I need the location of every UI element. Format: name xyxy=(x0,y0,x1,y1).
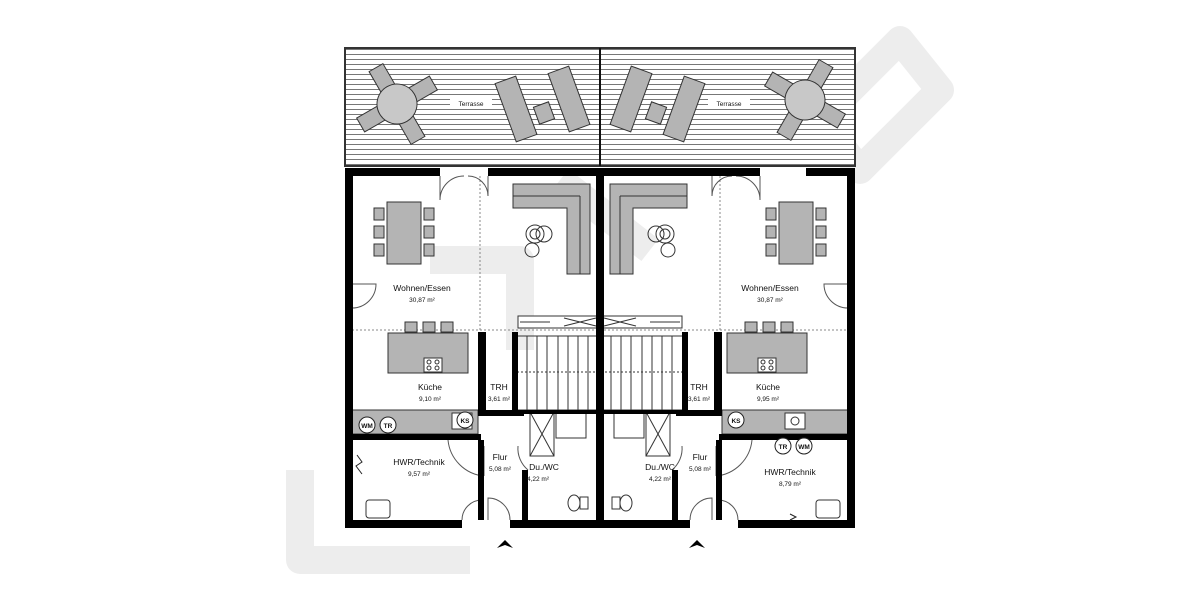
room-labels-right: Wohnen/Essen 30,87 m² Küche 9,95 m² TRH … xyxy=(645,283,816,488)
room-name-hwr-right: HWR/Technik xyxy=(764,467,816,477)
sunloungers-right xyxy=(609,65,706,143)
table-round-right xyxy=(763,58,847,142)
sunloungers-left xyxy=(494,65,591,143)
entrance-arrows xyxy=(497,540,705,548)
room-area-wohnen-right: 30,87 m² xyxy=(757,297,783,304)
room-name-flur-right: Flur xyxy=(693,452,708,462)
room-name-wohnen-left: Wohnen/Essen xyxy=(393,283,451,293)
badge-tr-right: TR xyxy=(779,444,788,451)
room-area-flur-right: 5,08 m² xyxy=(689,466,712,473)
room-area-wohnen-left: 30,87 m² xyxy=(409,297,435,304)
room-area-hwr-left: 9,57 m² xyxy=(408,471,431,478)
badge-tr-left: TR xyxy=(384,423,393,430)
terrace-label-left: Terrasse xyxy=(459,101,484,108)
room-name-trh-right: TRH xyxy=(690,382,707,392)
entrance-arrow-left xyxy=(497,540,513,548)
room-name-kueche-right: Küche xyxy=(756,382,780,392)
room-area-trh-left: 3,61 m² xyxy=(488,396,511,403)
room-name-duwc-left: Du./WC xyxy=(529,462,559,472)
room-name-duwc-right: Du./WC xyxy=(645,462,675,472)
walls xyxy=(345,168,855,528)
room-area-duwc-left: 4,22 m² xyxy=(527,476,550,483)
room-name-flur-left: Flur xyxy=(493,452,508,462)
terrace-label-right: Terrasse xyxy=(717,101,742,108)
room-name-trh-left: TRH xyxy=(490,382,507,392)
room-name-kueche-left: Küche xyxy=(418,382,442,392)
room-area-trh-right: 3,61 m² xyxy=(688,396,711,403)
room-area-flur-left: 5,08 m² xyxy=(489,466,512,473)
room-name-wohnen-right: Wohnen/Essen xyxy=(741,283,799,293)
badge-ks-right: KS xyxy=(731,418,741,425)
furniture-left xyxy=(351,183,599,519)
room-name-hwr-left: HWR/Technik xyxy=(393,457,445,467)
room-area-kueche-right: 9,95 m² xyxy=(757,396,780,403)
terrace: Terrasse Terrasse xyxy=(344,47,856,167)
badge-ks-left: KS xyxy=(460,418,470,425)
table-round-left xyxy=(355,62,439,146)
electric-symbols xyxy=(355,454,798,521)
furniture-right xyxy=(601,183,849,519)
badge-wm-left: WM xyxy=(361,423,373,430)
entrance-arrow-right xyxy=(689,540,705,548)
room-area-kueche-left: 9,10 m² xyxy=(419,396,442,403)
room-area-duwc-right: 4,22 m² xyxy=(649,476,672,483)
room-labels-left: Wohnen/Essen 30,87 m² Küche 9,10 m² TRH … xyxy=(393,283,559,483)
badge-wm-right: WM xyxy=(798,444,810,451)
appliances: WM TR KS TR WM KS xyxy=(358,411,813,455)
stairs xyxy=(516,335,684,411)
room-area-hwr-right: 8,79 m² xyxy=(779,481,802,488)
